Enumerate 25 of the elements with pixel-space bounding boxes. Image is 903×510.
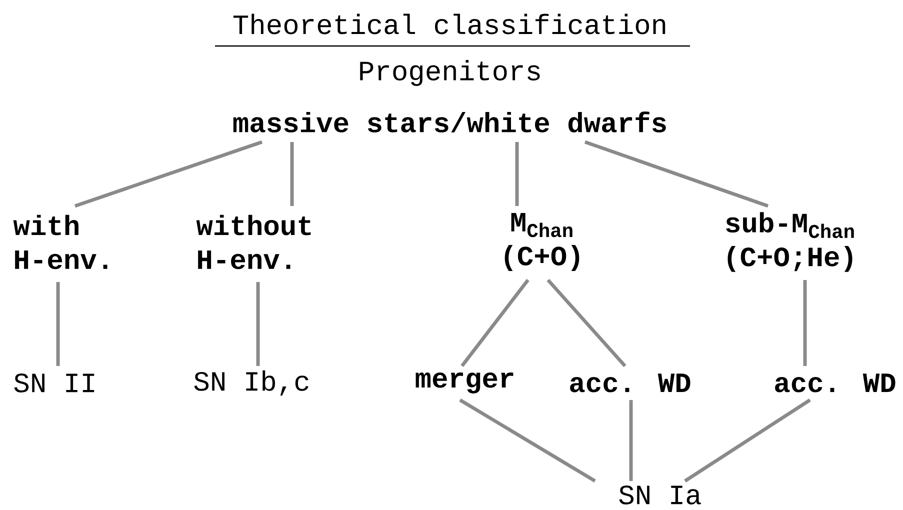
connector-line	[290, 142, 294, 206]
connector-line	[256, 282, 260, 366]
category-label: M$_{Chan}$ (C+O)	[504, 212, 580, 271]
connector-line	[460, 278, 530, 368]
connector-line	[629, 400, 633, 481]
category-label: without H-env.	[196, 214, 311, 270]
category-label: SN Ib,c	[194, 370, 308, 396]
connector-line	[515, 142, 519, 206]
category-label: SN Ia	[619, 486, 701, 504]
connector-line	[546, 278, 626, 368]
title: Theoretical classification	[233, 14, 666, 34]
category-label: acc. WD	[775, 374, 896, 392]
section-label: Progenitors	[360, 60, 540, 86]
category-label: massive stars/white dwarfs	[233, 112, 666, 132]
connector-line	[459, 398, 596, 482]
connector-line	[684, 398, 811, 482]
connector-line	[56, 282, 60, 366]
category-label: SN II	[14, 374, 94, 392]
category-label: acc. WD	[570, 374, 690, 392]
category-label: sub-M$_{Chan}$ (C+O;He)	[726, 212, 854, 272]
category-label: merger	[416, 372, 514, 394]
connector-line	[803, 280, 807, 366]
connector-line	[74, 140, 263, 208]
category-label: with H-env.	[13, 214, 108, 270]
connector-line	[584, 140, 769, 208]
